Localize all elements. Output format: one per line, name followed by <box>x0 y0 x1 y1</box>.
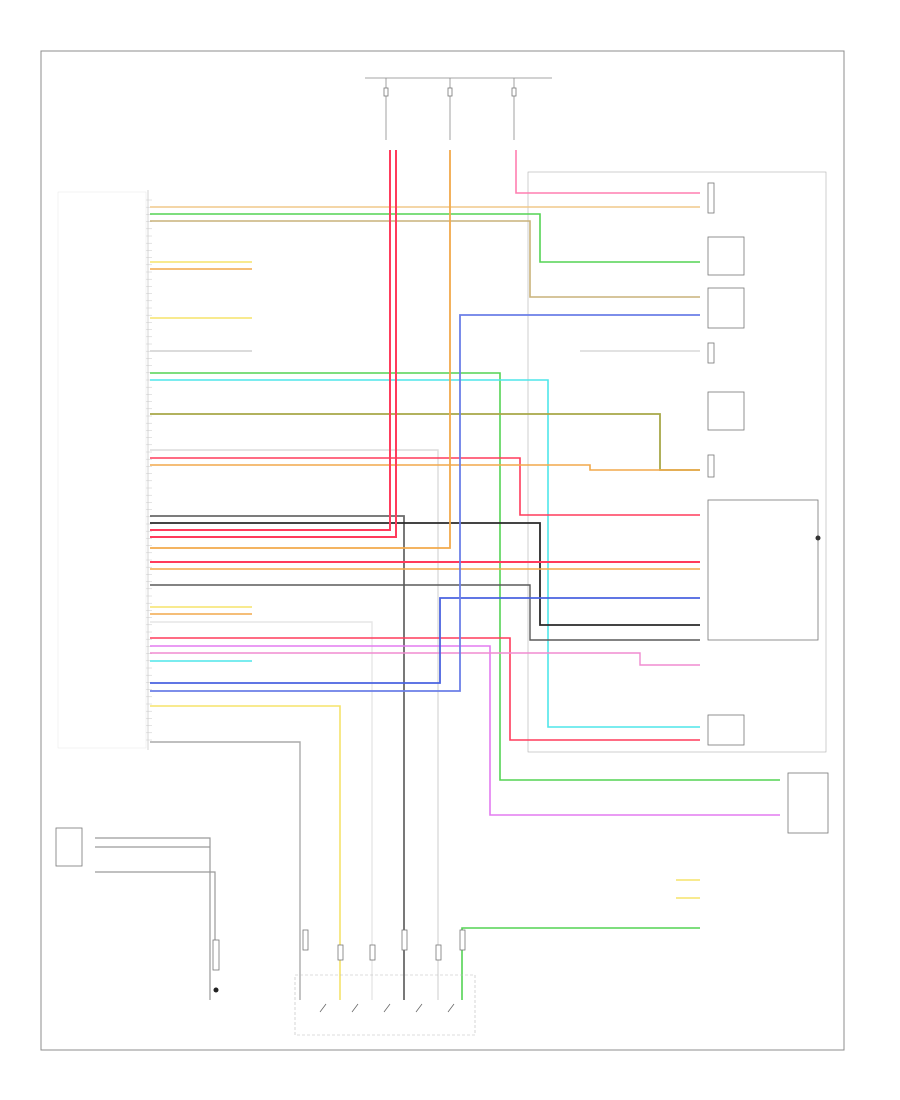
shift-solenoid-assembly <box>707 499 819 641</box>
speed-sensor-icon <box>707 287 745 329</box>
wire-tan-2 <box>150 220 700 298</box>
wire-red-5 <box>150 637 700 741</box>
wire-orange-3 <box>150 150 451 549</box>
ground-dot-icon <box>815 535 821 541</box>
trans-inner-frame <box>527 171 827 753</box>
wire-green-3 <box>461 927 700 1000</box>
diagram-frame <box>40 50 845 1051</box>
wire-gray-7 <box>95 837 211 1000</box>
fuse-1-icon <box>383 87 389 97</box>
wire-orange-2 <box>150 464 700 471</box>
temp-sensor-icon <box>707 714 745 746</box>
wire-gray-9 <box>95 871 216 960</box>
wire-gray-3 <box>150 515 405 1000</box>
wire-olive-1 <box>150 413 700 471</box>
solenoid-icon <box>707 391 745 431</box>
wire-cyan-1 <box>150 379 700 728</box>
auto-trans-icon <box>787 772 829 834</box>
right-components <box>707 182 829 834</box>
fuse-block-icon <box>55 827 83 867</box>
fuse-2-icon <box>447 87 453 97</box>
wire-violet-1 <box>150 645 780 816</box>
fuse-3-icon <box>511 87 517 97</box>
left-bottom-components <box>55 827 220 993</box>
wire-black-2 <box>150 584 700 641</box>
wire-gray-2 <box>150 449 439 1000</box>
wire-gray-4 <box>150 621 373 1000</box>
ground-connector-icon <box>212 939 220 971</box>
range-switch-box <box>294 974 476 1036</box>
tcm-connector <box>57 190 152 750</box>
ground-icon <box>213 987 219 993</box>
wire-red-2 <box>150 150 391 531</box>
wire-blue-2 <box>150 314 700 692</box>
wire-yellow-4 <box>150 705 341 1000</box>
range-switch <box>294 929 476 1036</box>
wire-black-1 <box>150 522 700 626</box>
connector-b-icon <box>707 342 715 364</box>
wire-blue-1 <box>150 597 700 684</box>
wire-green-1 <box>150 213 700 263</box>
wire-pink-1 <box>150 652 700 666</box>
connector-c-icon <box>707 454 715 478</box>
wire-harness <box>95 150 780 1000</box>
top-fuse-block <box>365 77 552 140</box>
wire-gray-5 <box>150 741 301 1000</box>
wire-red-1 <box>150 457 700 516</box>
pressure-switch-icon <box>707 236 745 276</box>
connector-a-icon <box>707 182 715 214</box>
wire-red-3 <box>150 150 397 538</box>
wire-green-2 <box>150 372 780 781</box>
wire-pink-2 <box>515 150 700 194</box>
